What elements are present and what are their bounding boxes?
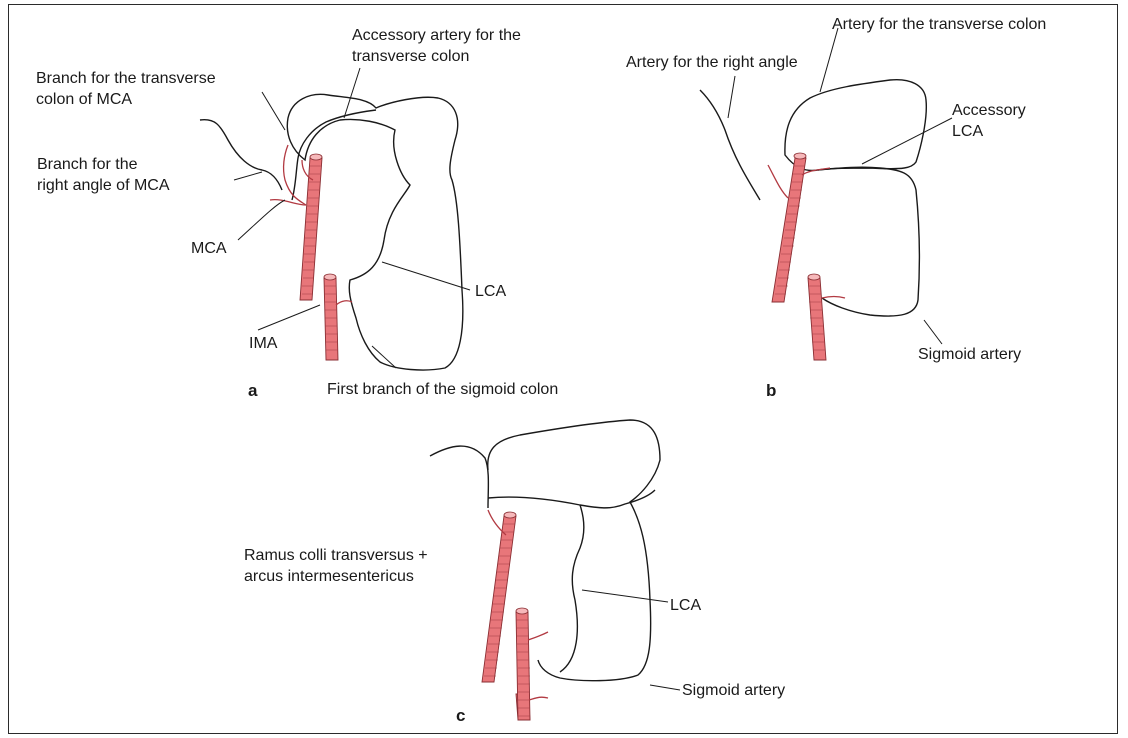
- label-ima: IMA: [249, 333, 277, 354]
- label-sigmoid-artery-b: Sigmoid artery: [918, 344, 1021, 365]
- panel-letter-a: a: [248, 381, 257, 401]
- label-artery-transverse-colon: Artery for the transverse colon: [832, 14, 1046, 35]
- panel-a-diagram: [200, 68, 470, 370]
- label-lca-c: LCA: [670, 595, 701, 616]
- panel-b-lower-loop: [818, 167, 919, 316]
- panel-c-diagram: [430, 420, 680, 720]
- label-lca-a: LCA: [475, 281, 506, 302]
- label-ramus-colli: Ramus colli transversus + arcus intermes…: [244, 545, 428, 587]
- panel-a-ima-vessel: [324, 278, 338, 360]
- label-branch-right-angle: Branch for the right angle of MCA: [37, 154, 170, 196]
- panel-letter-b: b: [766, 381, 776, 401]
- label-artery-right-angle: Artery for the right angle: [626, 52, 798, 73]
- panel-b-diagram: [700, 28, 952, 360]
- panel-a-right-angle-branch: [200, 120, 282, 190]
- panel-c-main-vessel: [482, 516, 516, 682]
- label-sigmoid-artery-c: Sigmoid artery: [682, 680, 785, 701]
- label-branch-transverse-colon: Branch for the transverse colon of MCA: [36, 68, 216, 110]
- label-mca: MCA: [191, 238, 227, 259]
- panel-c-colon-outline: [488, 420, 660, 681]
- label-accessory-lca: Accessory LCA: [952, 100, 1026, 142]
- label-first-branch-sigmoid: First branch of the sigmoid colon: [327, 379, 558, 400]
- label-accessory-artery: Accessory artery for the transverse colo…: [352, 25, 521, 67]
- panel-c-fold: [430, 446, 488, 508]
- panel-b-ima-vessel: [808, 278, 826, 360]
- panel-a-inner-loop: [292, 110, 376, 200]
- panel-letter-c: c: [456, 706, 465, 726]
